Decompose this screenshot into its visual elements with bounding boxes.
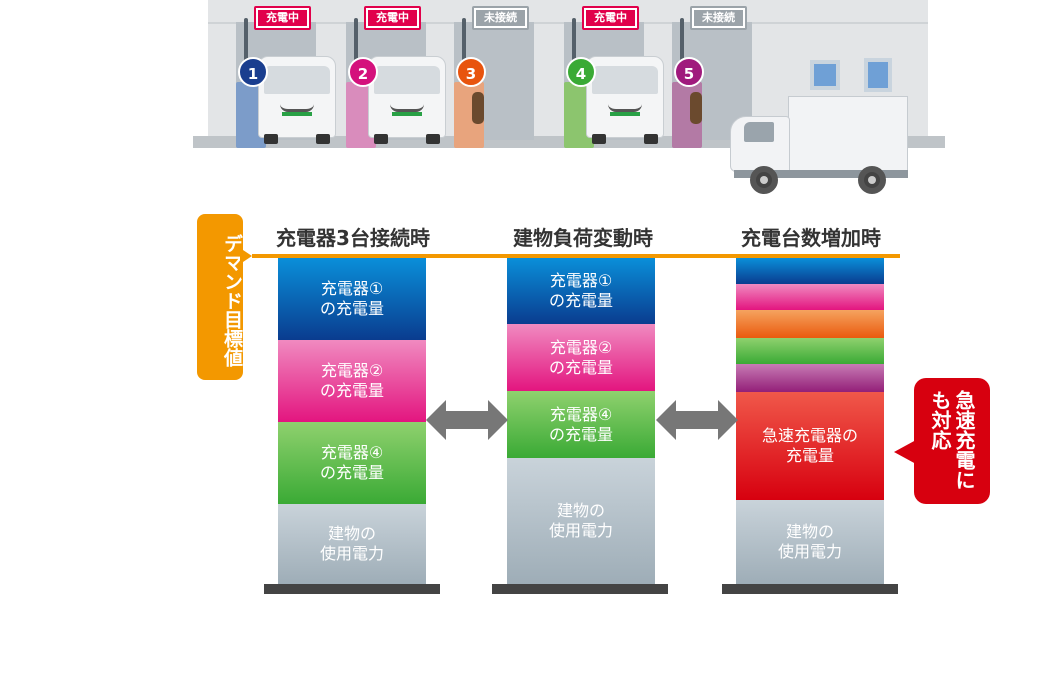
fast-charge-callout: 急速充電にも対応 bbox=[914, 378, 990, 504]
column-segment: 充電器④ の充電量 bbox=[278, 422, 426, 504]
stacked-column-1: 充電器① の充電量充電器② の充電量充電器④ の充電量建物の 使用電力 bbox=[278, 258, 426, 584]
column-title-2: 建物負荷変動時 bbox=[513, 226, 653, 250]
charging-bay-2: 充電中 2 bbox=[338, 0, 446, 148]
charging-bay-1: 充電中 1 bbox=[228, 0, 336, 148]
column-segment bbox=[736, 284, 884, 310]
demand-target-label: デマンド目標値 bbox=[197, 214, 243, 380]
bay-number: 3 bbox=[456, 57, 486, 87]
column-segment: 充電器② の充電量 bbox=[507, 324, 655, 391]
segment-label: 充電器④ の充電量 bbox=[548, 404, 613, 444]
stacked-column-3: 急速充電器の 充電量建物の 使用電力 bbox=[736, 258, 884, 584]
column-segment bbox=[736, 310, 884, 338]
demand-target-pointer bbox=[240, 248, 252, 264]
charging-bay-4: 充電中 4 bbox=[556, 0, 664, 148]
side-truck-icon bbox=[730, 96, 910, 196]
depot-illustration: 充電中 1 充電中 2 未接続 3 充電中 4 未接続 5 bbox=[0, 0, 1040, 200]
segment-label: 充電器① の充電量 bbox=[319, 279, 384, 318]
bay-status-badge: 充電中 bbox=[364, 6, 421, 30]
column-segment bbox=[736, 258, 884, 284]
truck-front-icon bbox=[258, 56, 336, 144]
column-segment: 急速充電器の 充電量 bbox=[736, 392, 884, 500]
building-window bbox=[864, 58, 892, 92]
segment-label: 充電器② の充電量 bbox=[548, 337, 613, 377]
building-window bbox=[810, 60, 840, 90]
column-segment: 充電器① の充電量 bbox=[507, 258, 655, 324]
column-segment: 建物の 使用電力 bbox=[278, 504, 426, 584]
bay-number: 5 bbox=[674, 57, 704, 87]
column-segment: 充電器② の充電量 bbox=[278, 340, 426, 422]
demand-target-line bbox=[252, 254, 900, 258]
column-segment bbox=[736, 364, 884, 392]
bay-status-badge: 充電中 bbox=[582, 6, 639, 30]
segment-label: 充電器④ の充電量 bbox=[319, 443, 384, 482]
charging-bay-3: 未接続 3 bbox=[446, 0, 542, 148]
column-segment: 建物の 使用電力 bbox=[507, 458, 655, 584]
bay-status-badge: 未接続 bbox=[690, 6, 747, 30]
truck-front-icon bbox=[368, 56, 446, 144]
bay-status-badge: 充電中 bbox=[254, 6, 311, 30]
column-segment bbox=[736, 338, 884, 364]
segment-label: 建物の 使用電力 bbox=[777, 522, 842, 561]
double-arrow-icon bbox=[426, 400, 508, 440]
fast-charge-callout-text: 急速充電にも対応 bbox=[928, 390, 976, 490]
column-title-3: 充電台数増加時 bbox=[741, 226, 881, 250]
stacked-column-2: 充電器① の充電量充電器② の充電量充電器④ の充電量建物の 使用電力 bbox=[507, 258, 655, 584]
charger-plug-icon bbox=[690, 92, 702, 124]
bay-status-badge: 未接続 bbox=[472, 6, 529, 30]
segment-label: 急速充電器の 充電量 bbox=[761, 426, 858, 465]
bay-number: 1 bbox=[238, 57, 268, 87]
segment-label: 充電器② の充電量 bbox=[319, 361, 384, 400]
segment-label: 建物の 使用電力 bbox=[548, 501, 613, 540]
callout-pointer bbox=[894, 440, 916, 464]
bay-number: 2 bbox=[348, 57, 378, 87]
segment-label: 建物の 使用電力 bbox=[319, 524, 384, 563]
bay-number: 4 bbox=[566, 57, 596, 87]
column-segment: 充電器④ の充電量 bbox=[507, 391, 655, 458]
segment-label: 充電器① の充電量 bbox=[548, 271, 613, 310]
truck-front-icon bbox=[586, 56, 664, 144]
column-segment: 充電器① の充電量 bbox=[278, 258, 426, 340]
column-title-1: 充電器3台接続時 bbox=[276, 226, 430, 250]
column-segment: 建物の 使用電力 bbox=[736, 500, 884, 584]
charger-plug-icon bbox=[472, 92, 484, 124]
column-base-2 bbox=[492, 584, 668, 594]
double-arrow-icon bbox=[656, 400, 738, 440]
column-base-3 bbox=[722, 584, 898, 594]
column-base-1 bbox=[264, 584, 440, 594]
